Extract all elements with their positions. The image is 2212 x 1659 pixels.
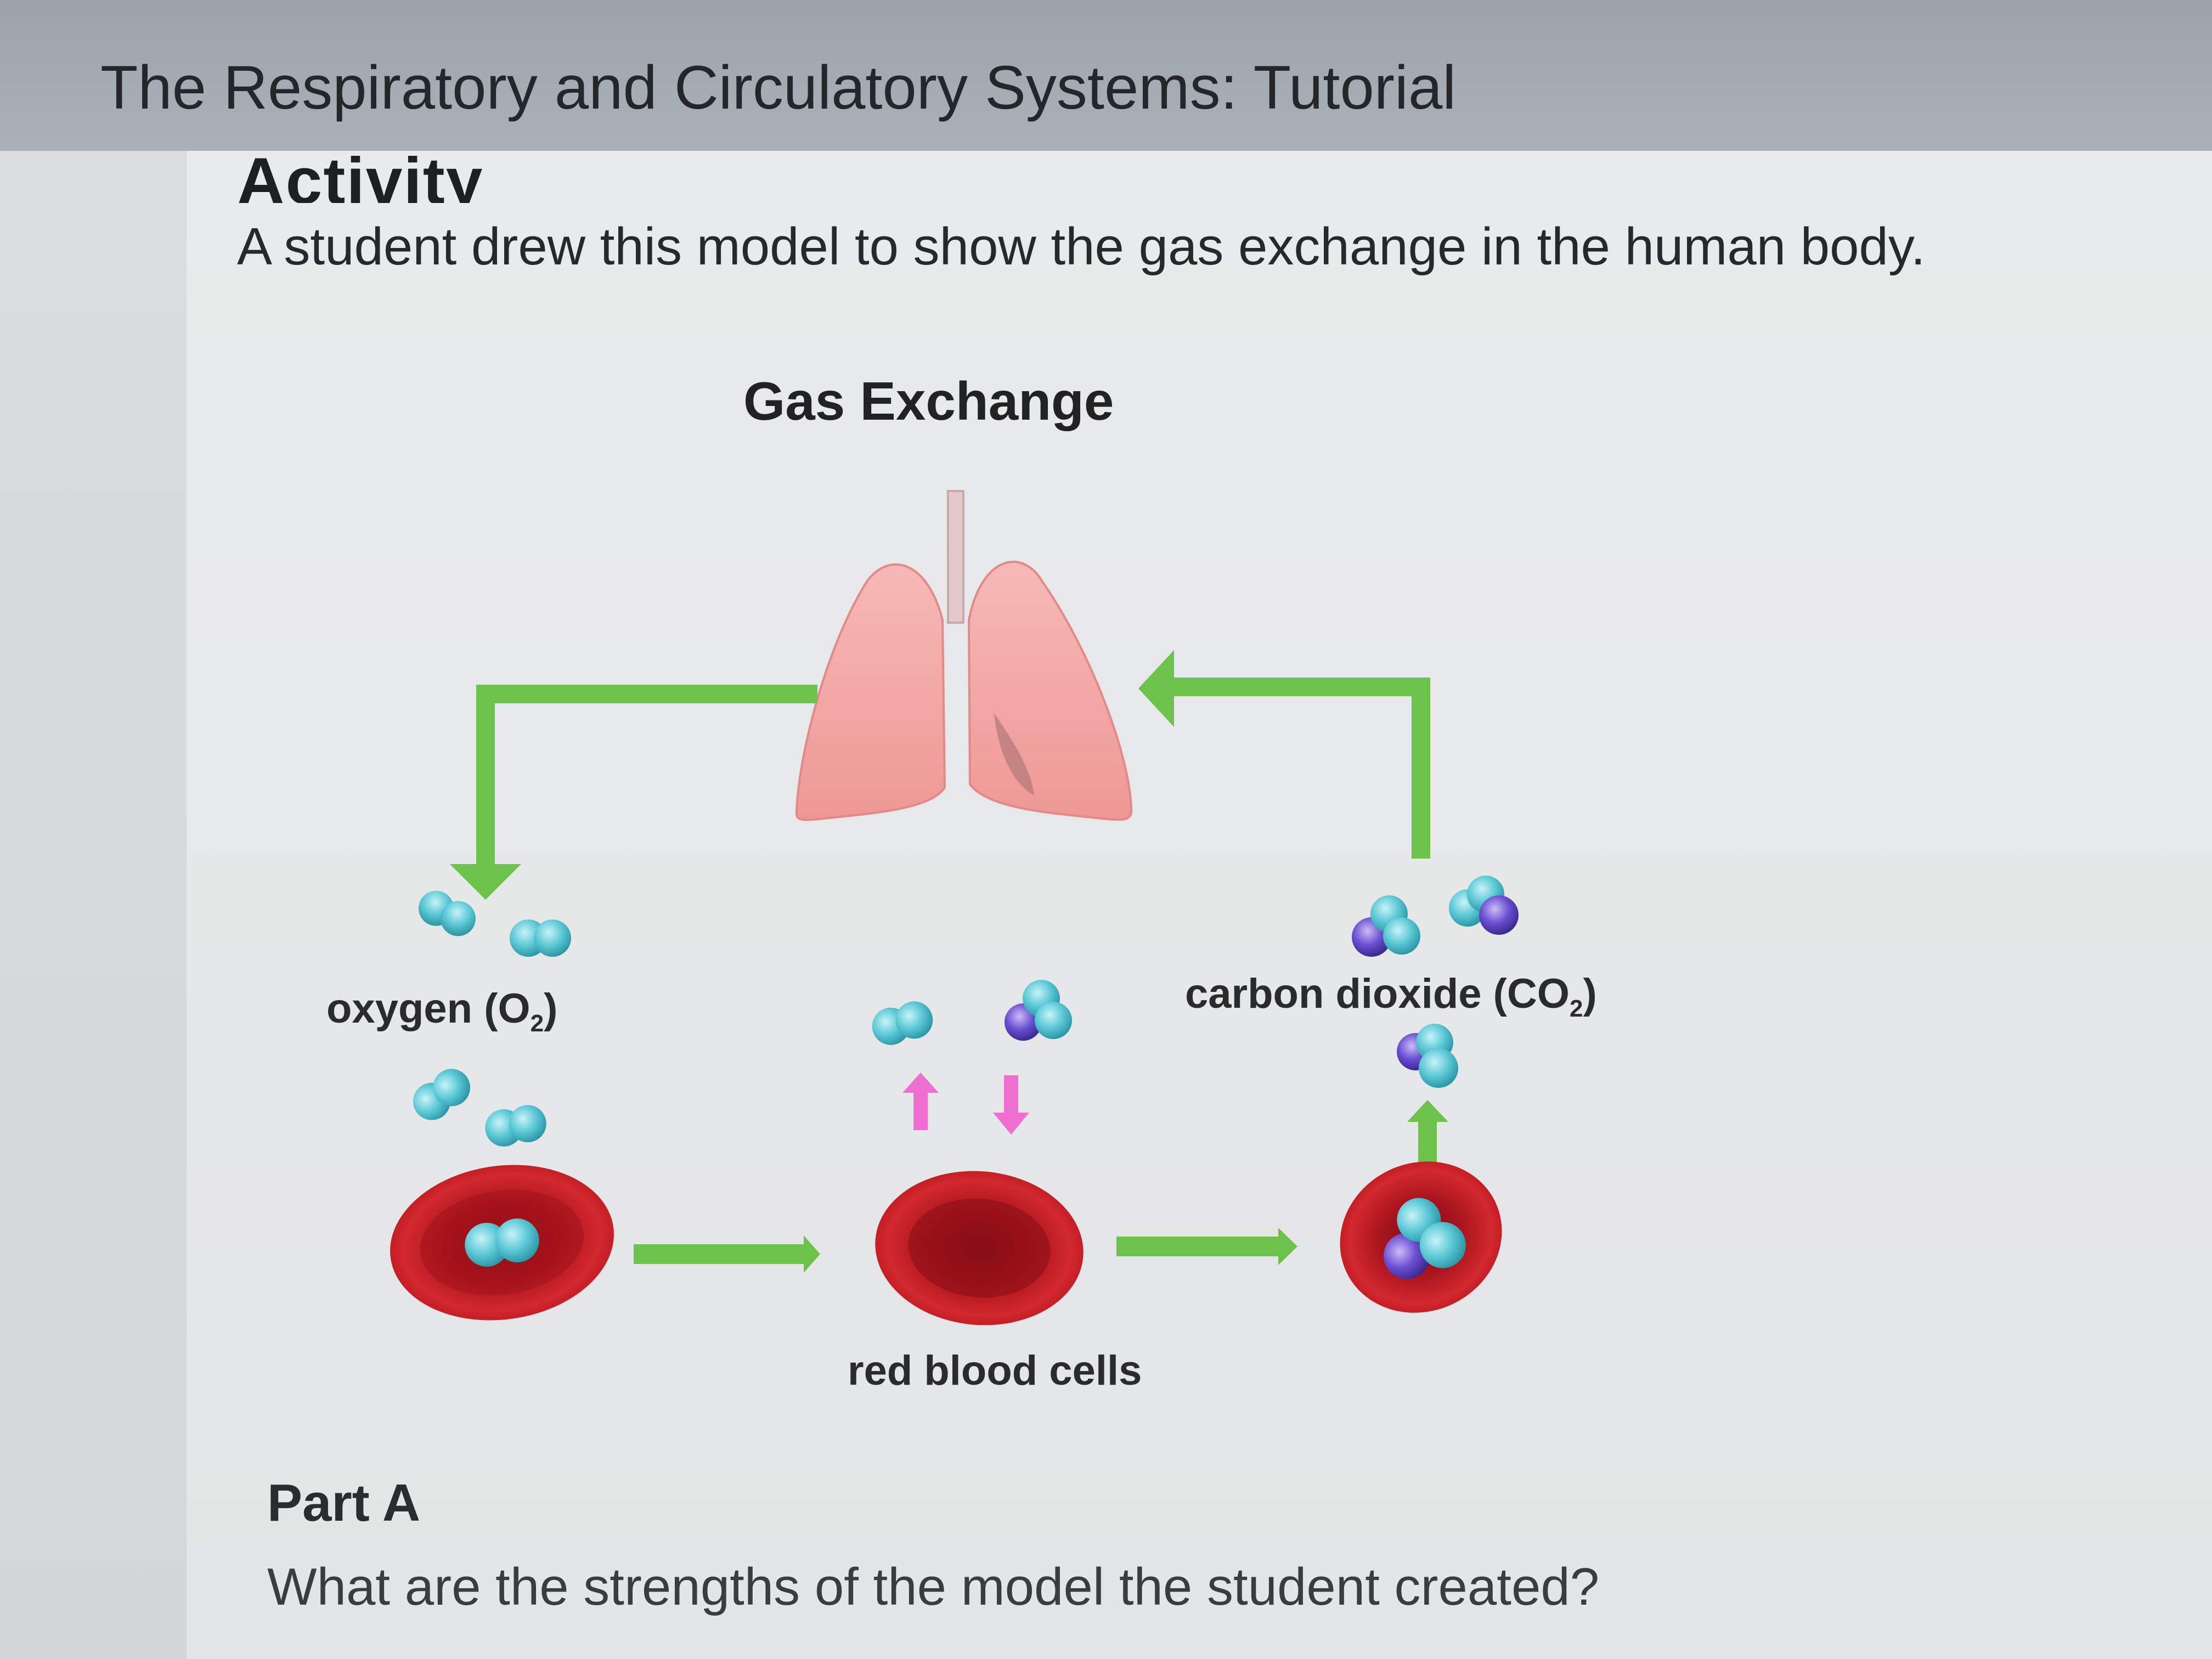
trachea	[947, 490, 964, 624]
red-blood-cell-carbon	[1340, 1161, 1502, 1313]
o2-molecule	[485, 1105, 546, 1147]
carbon-dioxide-label: carbon dioxide (CO2)	[1185, 970, 1597, 1023]
arrow-co2-to-lungs	[1171, 678, 1430, 859]
pink-arrow-up	[913, 1089, 928, 1130]
circulation-arrows	[450, 650, 1448, 1273]
right-lung	[967, 561, 1133, 821]
part-a-question: What are the strengths of the model the …	[267, 1558, 1600, 1616]
arrow-rbc1-to-rbc2	[634, 1244, 809, 1264]
lungs-illustration	[795, 490, 1133, 821]
o2-molecule	[872, 1001, 933, 1045]
pink-arrow-down	[1004, 1075, 1018, 1116]
co2-molecule	[1005, 980, 1072, 1041]
o2-molecule	[419, 890, 476, 936]
arrow-rbc3-up-head	[1407, 1100, 1448, 1122]
oxygen-label: oxygen (O2)	[326, 985, 557, 1037]
arrow-lungs-to-oxygen-head	[450, 864, 521, 900]
page-title: The Respiratory and Circulatory Systems:…	[100, 53, 1457, 122]
carbon-dioxide-label-text: carbon dioxide (CO	[1185, 970, 1570, 1017]
activity-card	[187, 151, 2212, 1659]
arrow-rbc3-up	[1418, 1119, 1437, 1169]
pink-arrow-down-head	[993, 1113, 1029, 1135]
oxygen-label-close: )	[544, 985, 558, 1032]
o2-molecule	[413, 1069, 471, 1120]
o2-molecule	[510, 919, 571, 957]
arrow-rbc1-to-rbc2-head	[804, 1235, 820, 1273]
activity-heading: Activity	[237, 144, 484, 203]
page-header: The Respiratory and Circulatory Systems:…	[0, 0, 2212, 151]
arrow-lungs-to-oxygen	[476, 685, 817, 872]
oxygen-molecules	[413, 890, 933, 1147]
diagram-title: Gas Exchange	[743, 371, 1114, 431]
arrow-rbc2-to-rbc3-head	[1278, 1228, 1297, 1265]
co2-molecule	[1397, 1024, 1458, 1088]
heart-notch	[994, 713, 1034, 795]
oxygen-label-text: oxygen (O	[326, 985, 531, 1032]
part-a-heading: Part A	[267, 1474, 421, 1532]
co2-molecules	[1005, 876, 1519, 1088]
activity-intro: A student drew this model to show the ga…	[237, 217, 1926, 276]
arrow-rbc2-to-rbc3	[1116, 1237, 1281, 1256]
pink-arrow-up-head	[902, 1073, 939, 1093]
red-blood-cell-oxygenated	[390, 1165, 614, 1321]
co2-molecule	[1449, 876, 1519, 935]
oxygen-label-subscript: 2	[530, 1010, 544, 1037]
carbon-dioxide-label-close: )	[1583, 970, 1597, 1017]
arrow-co2-to-lungs-head	[1138, 650, 1174, 727]
left-lung	[795, 563, 946, 821]
red-blood-cells	[390, 1161, 1502, 1325]
red-blood-cell-exchanging	[875, 1171, 1084, 1325]
co2-molecule	[1352, 895, 1420, 957]
carbon-dioxide-label-subscript: 2	[1569, 995, 1583, 1023]
red-blood-cells-label: red blood cells	[848, 1347, 1142, 1394]
